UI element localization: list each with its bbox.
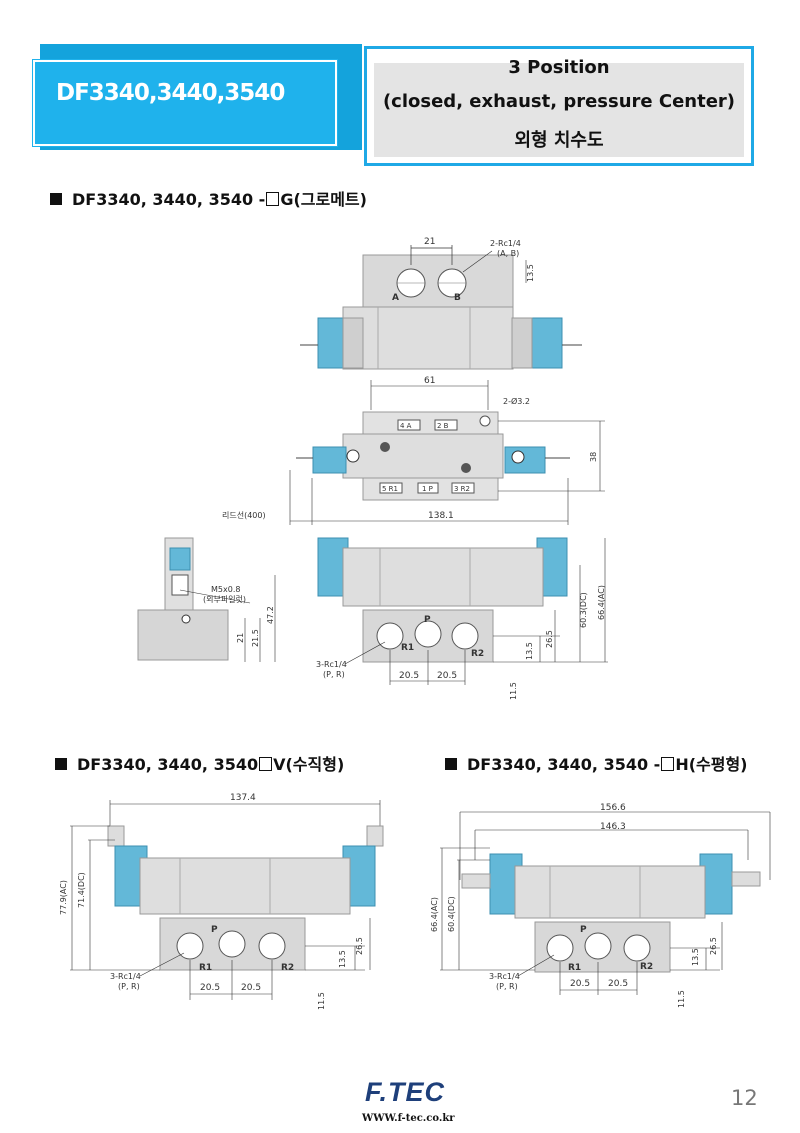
page-number: 12	[731, 1086, 758, 1110]
dim-20-5a-h: 20.5	[570, 979, 590, 989]
dim-21-side: 21	[236, 633, 245, 643]
dim-20-5b-g: 20.5	[437, 671, 457, 681]
dim-77-9-v: 77.9(AC)	[59, 880, 68, 915]
pilot-label: M5x0.8	[211, 585, 240, 594]
spec-line-1: 3 Position	[508, 57, 610, 78]
label-r1-h: R1	[568, 963, 581, 973]
drawing-horizontal: 156.6 146.3 P R1 R2 3-Rc1/4 (P, R) 20.5 …	[430, 803, 771, 1008]
dim-11-5-g: 11.5	[509, 682, 518, 700]
label-r1-g: R1	[401, 643, 414, 653]
section-title-horizontal: DF3340, 3440, 3540 -H(수평형)	[445, 751, 748, 775]
dim-146-3: 146.3	[600, 822, 626, 832]
label-r2-g: R2	[471, 649, 484, 659]
website-url[interactable]: WWW.f-tec.co.kr	[362, 1113, 455, 1124]
hole-label: 2-Ø3.2	[503, 396, 530, 406]
dim-156-6: 156.6	[600, 803, 626, 813]
dim-137-4: 137.4	[230, 793, 256, 803]
dim-20-5a-g: 20.5	[399, 671, 419, 681]
drawing-vertical: 137.4 P R1 R2 3-Rc1/4 (P, R) 20.5 20.5 1…	[59, 793, 384, 1010]
port-pr-h: 3-Rc1/4	[489, 972, 520, 981]
dim-71-4-v: 71.4(DC)	[77, 872, 86, 908]
dim-60-3-g: 60.3(DC)	[579, 592, 588, 628]
bullet-square-icon	[55, 758, 67, 770]
bullet-square-icon	[445, 758, 457, 770]
label-r2-v: R2	[281, 963, 294, 973]
dim-26-5-g: 26.5	[545, 630, 554, 648]
dim-66-4-g: 66.4(AC)	[597, 585, 606, 620]
label-r1-v: R1	[199, 963, 212, 973]
port-pr-v: 3-Rc1/4	[110, 972, 141, 981]
spec-line-2: (closed, exhaust, pressure Center)	[382, 91, 736, 112]
spec-box: 3 Position (closed, exhaust, pressure Ce…	[364, 46, 754, 166]
dim-20-5b-h: 20.5	[608, 979, 628, 989]
dim-61: 61	[424, 376, 435, 386]
label-b: B	[454, 293, 461, 303]
dim-21-5-side: 21.5	[251, 629, 260, 647]
spec-line-3: 외형 치수도	[514, 130, 604, 151]
dim-13-5-v: 13.5	[338, 950, 347, 968]
plate-2b: 2 B	[437, 422, 449, 430]
plate-1p: 1 P	[422, 485, 433, 493]
ftec-logo: F.TEC	[365, 1077, 446, 1107]
dim-47-2-side: 47.2	[266, 606, 275, 624]
dim-21: 21	[424, 237, 435, 247]
model-title: DF3340,3440,3540	[56, 80, 285, 106]
model-placeholder-box	[661, 757, 675, 771]
label-r2-h: R2	[640, 962, 653, 972]
dim-11-5-h: 11.5	[677, 990, 686, 1008]
model-placeholder-box	[266, 192, 280, 206]
label-p-v: P	[211, 925, 218, 935]
pilot-label2: (외부파일럿)	[203, 594, 246, 604]
label-p-h: P	[580, 925, 587, 935]
dim-13-5-h: 13.5	[691, 948, 700, 966]
plate-4a: 4 A	[400, 422, 412, 430]
port-pr2-v: (P, R)	[118, 982, 140, 991]
section-title-grommet: DF3340, 3440, 3540 -G(그로메트)	[50, 186, 367, 210]
dim-20-5a-v: 20.5	[200, 983, 220, 993]
drawing-grommet: 21 2-Rc1/4 (A, B) 13.5 A B 61 2-Ø3.2 4 A…	[137, 237, 608, 700]
label-a: A	[392, 293, 399, 303]
model-placeholder-box	[259, 757, 273, 771]
dim-26-5-h: 26.5	[709, 937, 718, 955]
dim-13-5b-g: 13.5	[525, 642, 534, 660]
dim-13-5-top: 13.5	[526, 264, 535, 282]
dim-38: 38	[589, 452, 598, 462]
dim-20-5b-v: 20.5	[241, 983, 261, 993]
bullet-square-icon	[50, 193, 62, 205]
title-banner	[33, 60, 337, 146]
port-pr2-h: (P, R)	[496, 982, 518, 991]
port-pr2-g: (P, R)	[323, 670, 345, 679]
port-ab-label2: (A, B)	[497, 249, 519, 258]
lead-wire-label: 리드선(400)	[222, 511, 266, 520]
plate-3r2: 3 R2	[454, 485, 470, 493]
label-p-g: P	[424, 615, 431, 625]
plate-5r1: 5 R1	[382, 485, 398, 493]
port-ab-label: 2-Rc1/4	[490, 239, 521, 248]
dim-66-4-h: 66.4(AC)	[430, 897, 439, 932]
dim-11-5-v: 11.5	[317, 992, 326, 1010]
dim-60-4-h: 60.4(DC)	[447, 896, 456, 932]
port-pr-g: 3-Rc1/4	[316, 660, 347, 669]
dim-138-1: 138.1	[428, 511, 454, 521]
